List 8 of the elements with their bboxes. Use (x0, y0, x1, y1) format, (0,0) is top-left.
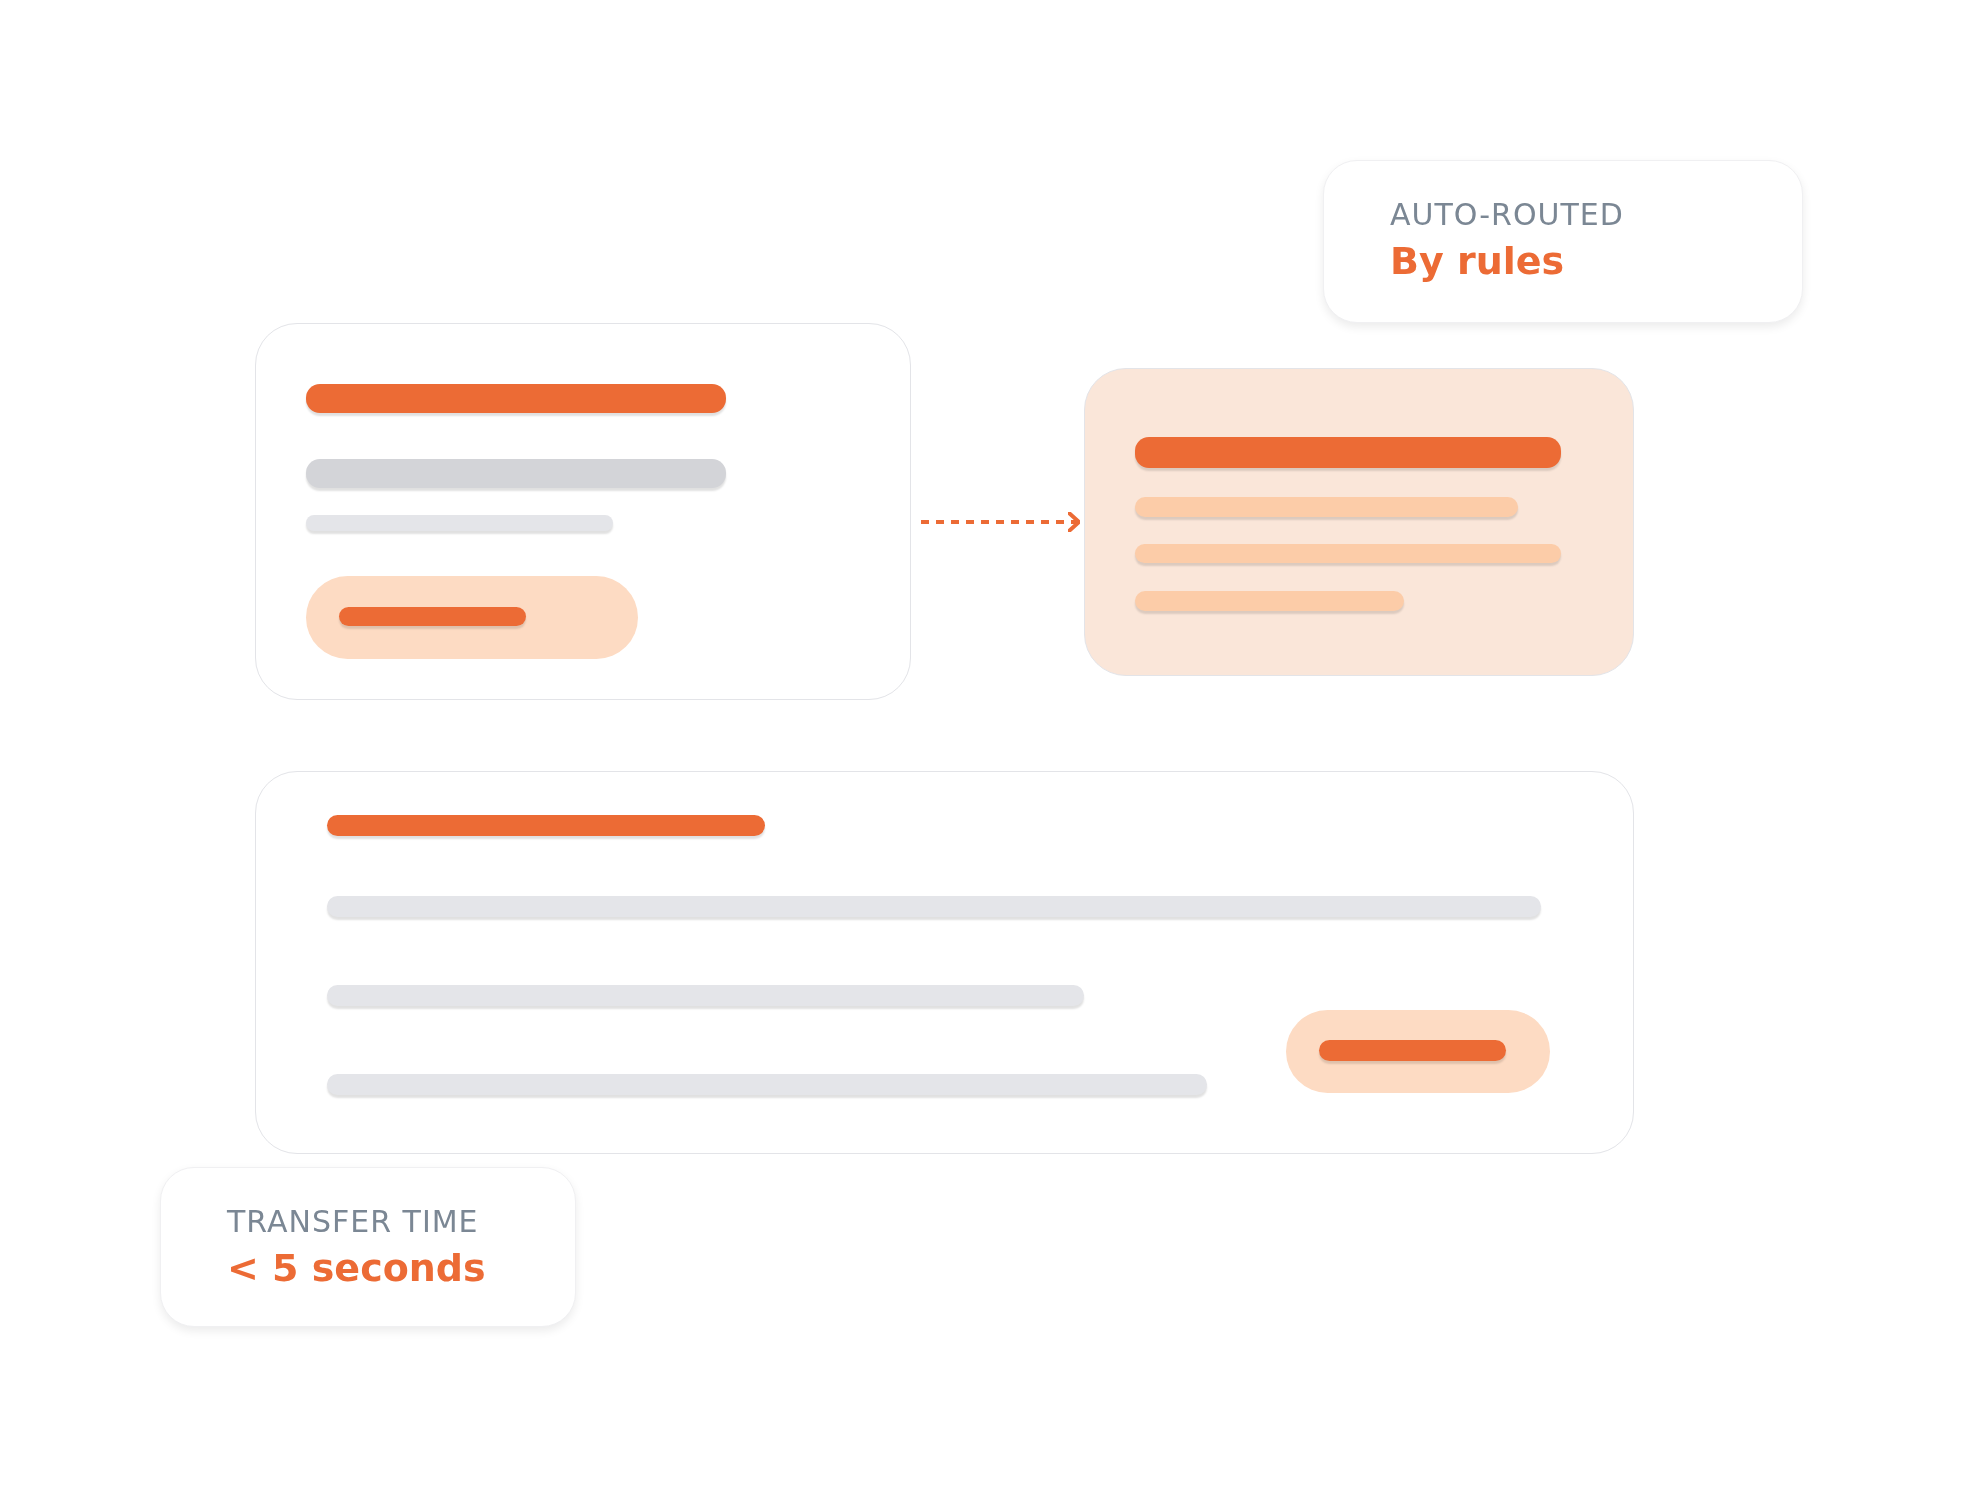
stat-label: TRANSFER TIME (227, 1204, 479, 1239)
card (255, 771, 1634, 1154)
card (255, 323, 911, 700)
stat-value: By rules (1390, 239, 1565, 283)
stat-value: < 5 seconds (227, 1246, 486, 1290)
arrow (921, 511, 1081, 533)
stat-label: AUTO-ROUTED (1390, 197, 1624, 232)
highlighted-card (1084, 368, 1634, 676)
